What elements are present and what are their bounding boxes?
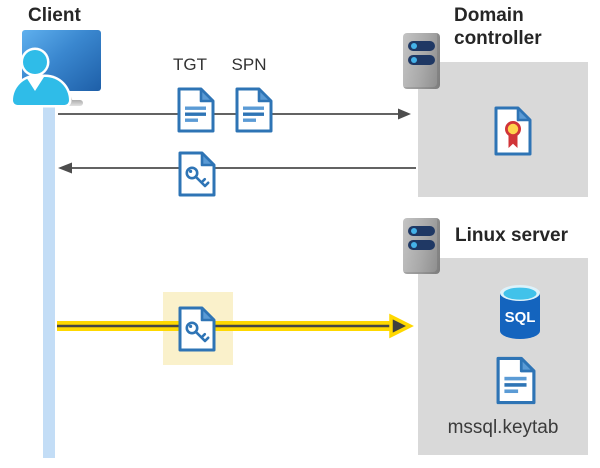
keytab-document-icon — [496, 356, 536, 405]
server-light-bar — [408, 226, 435, 236]
service-ticket-key-icon — [178, 151, 216, 197]
server-light-bar — [408, 240, 435, 250]
server-light-bar — [408, 55, 435, 65]
spn-document-icon — [235, 87, 273, 133]
spn-label: SPN — [231, 55, 267, 74]
sql-label: SQL — [505, 309, 536, 326]
tgt-label: TGT — [173, 55, 207, 74]
mssql-keytab-label: mssql.keytab — [447, 417, 559, 438]
tgt-document-icon — [177, 87, 215, 133]
ticket-response-arrow — [58, 162, 416, 174]
sql-connection-arrow — [57, 313, 414, 339]
domain-controller-label: Domain controller — [454, 5, 542, 49]
client-label: Client — [28, 5, 81, 26]
domain-controller-server-icon — [403, 33, 440, 89]
certificate-icon — [494, 106, 532, 156]
linux-server-server-icon — [403, 218, 440, 274]
keytab-key-document-icon — [178, 306, 216, 352]
person-head — [23, 50, 47, 74]
person-collar — [26, 77, 44, 91]
linux-server-label: Linux server — [455, 225, 568, 246]
sql-database-icon: SQL — [500, 285, 540, 339]
server-light-bar — [408, 41, 435, 51]
client-lifeline — [43, 92, 55, 458]
ticket-request-arrow — [58, 108, 411, 120]
